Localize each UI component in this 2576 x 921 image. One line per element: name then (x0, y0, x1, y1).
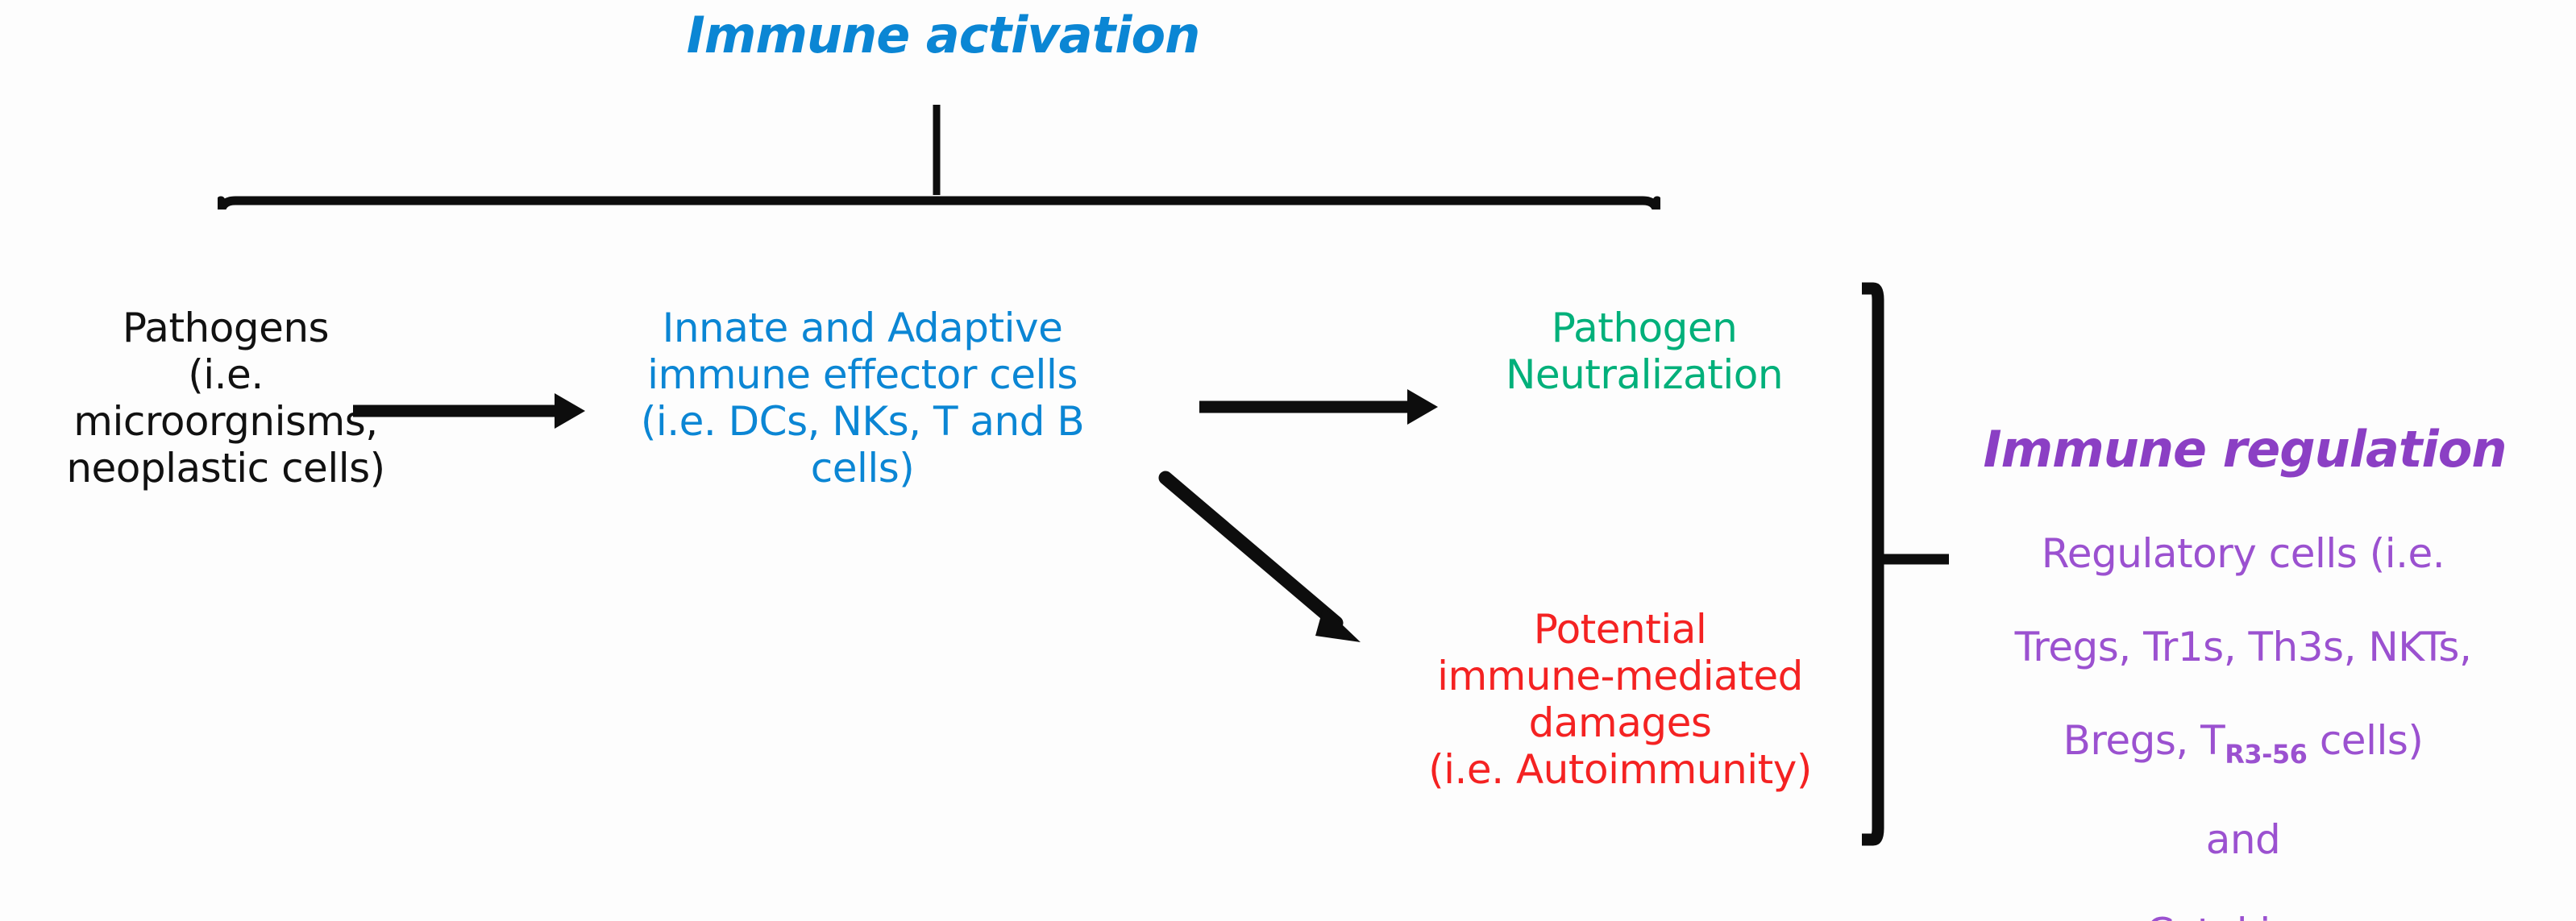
right-brace-svg (1862, 282, 1949, 846)
immune-activation-brace (216, 105, 1662, 215)
regulation-line-2: Tregs, Tr1s, Th3s, NKTs, (2014, 624, 2472, 670)
arrow-pathogens-to-effector-cells (347, 379, 588, 443)
arrow-effector-cells-to-neutralization (1193, 375, 1443, 439)
top-brace-svg (216, 105, 1662, 215)
arrow3-svg (1158, 471, 1361, 642)
regulation-line-3: Bregs, TR3-56 cells) (1910, 717, 2576, 770)
arrow3-shaft (1158, 471, 1344, 630)
right-brace-bracket (1862, 282, 1884, 846)
arrow1-head (555, 393, 585, 429)
regulation-line-3-prefix: Bregs, T (2063, 717, 2225, 764)
node-immune-regulation-details: Regulatory cells (i.e. Tregs, Tr1s, Th3s… (1910, 483, 2576, 921)
regulation-line-4: and (2205, 816, 2281, 864)
node-pathogen-neutralization: Pathogen Neutralization (1505, 305, 1784, 398)
brace-horizontal (216, 196, 1662, 215)
arrow2-svg (1199, 389, 1438, 425)
arrow3-head (1315, 607, 1361, 642)
node-immune-mediated-damages: Potential immune-mediated damages (i.e. … (1428, 606, 1812, 793)
node-immune-regulation-title: Immune regulation (1983, 420, 2507, 479)
arrow2-head (1407, 389, 1438, 425)
regulation-line-5: Cytokines (1910, 910, 2576, 921)
page-title-immune-activation: Immune activation (629, 6, 1257, 64)
title-text: Immune activation (686, 6, 1201, 64)
regulation-line-1: Regulatory cells (i.e. (2041, 530, 2445, 577)
regulation-line-3-subscript: R3-56 (2225, 739, 2308, 770)
regulation-line-3-suffix: cells) (2307, 717, 2424, 764)
node-pathogens: Pathogens (i.e. microorgnisms, neoplasti… (66, 305, 385, 492)
arrow1-svg (353, 393, 585, 429)
node-immune-effector-cells: Innate and Adaptive immune effector cell… (640, 305, 1085, 492)
arrow-effector-cells-to-damages (1145, 455, 1386, 657)
immune-regulation-brace (1846, 282, 1967, 846)
